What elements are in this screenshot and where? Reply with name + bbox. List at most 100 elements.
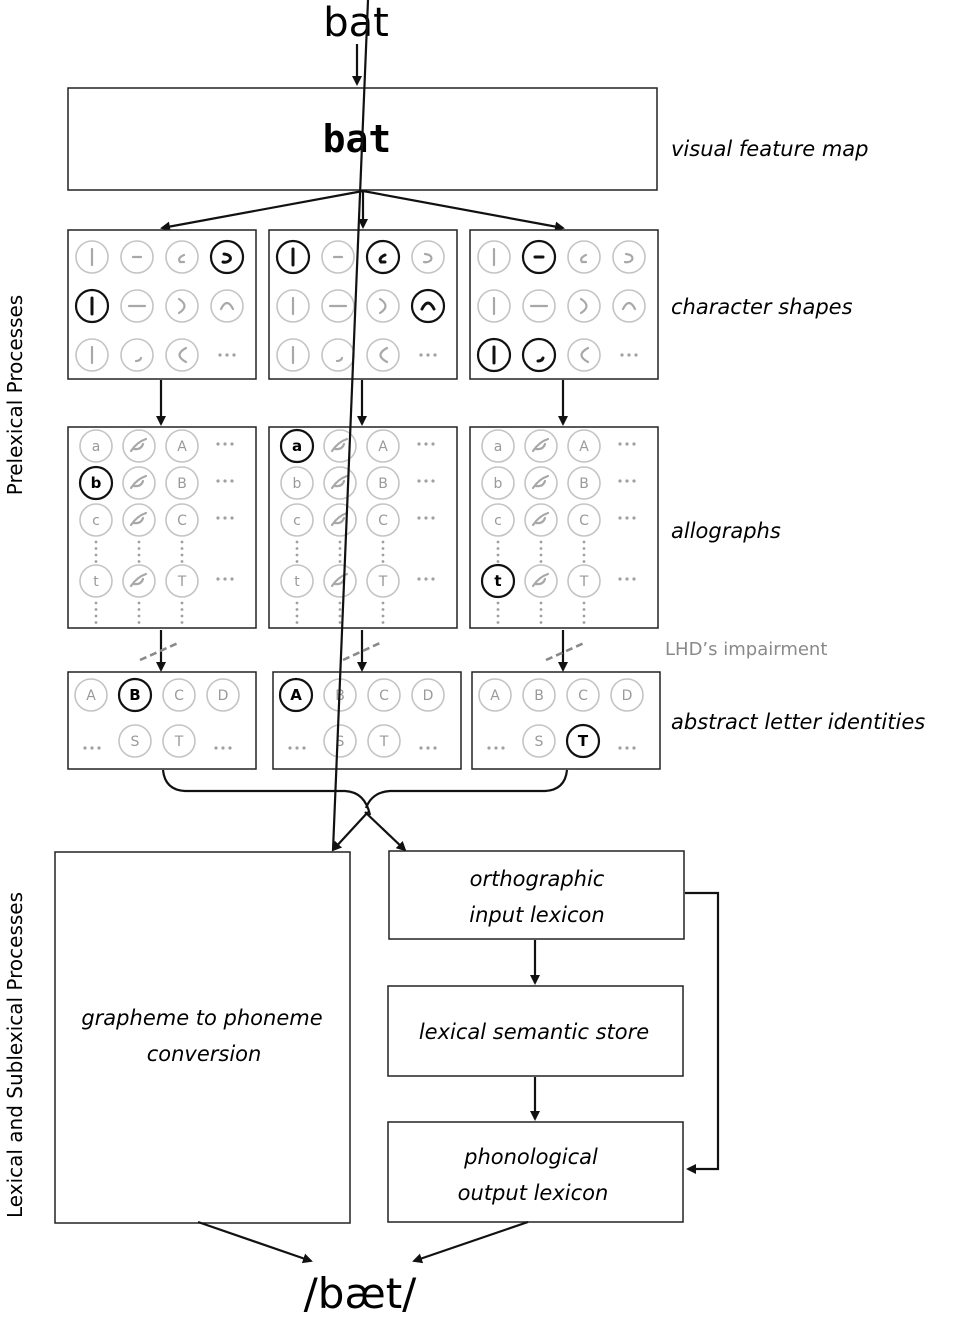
character-shapes-layer <box>67 229 659 380</box>
svg-text:C: C <box>579 513 589 529</box>
allograph-lower-t: t <box>79 564 113 598</box>
feature-node-short-dash <box>321 240 355 274</box>
feature-node-right-hook <box>612 240 646 274</box>
svg-text:C: C <box>378 513 388 529</box>
allograph-upper-T: T <box>366 564 400 598</box>
ellipsis-icon <box>618 746 636 750</box>
ellipsis-icon <box>618 577 636 581</box>
bottom-tick-glyph <box>536 356 545 363</box>
svg-text:T: T <box>379 734 389 750</box>
right-hook-glyph <box>623 252 634 264</box>
allograph-lower-c: c <box>280 503 314 537</box>
feature-node-horizontal-bar <box>522 289 556 323</box>
letter-node-D: D <box>610 678 644 712</box>
right-arc-glyph <box>579 297 588 315</box>
visual-feature-map-content: bat <box>323 117 392 161</box>
svg-text:b: b <box>494 476 503 492</box>
impairment-mark-2 <box>342 641 381 662</box>
feature-node-vertical-bar <box>476 337 512 373</box>
ellipsis-icon <box>417 479 435 483</box>
svg-text:C: C <box>578 688 588 704</box>
svg-text:T: T <box>578 732 589 750</box>
letter-node-T: T <box>565 723 601 759</box>
ellipsis-icon <box>216 442 234 446</box>
character-shapes-panel-b <box>67 229 257 380</box>
arrow-gpc-to-output <box>197 1220 313 1264</box>
vertical-ellipsis-icon <box>539 540 543 563</box>
ellipsis-icon <box>417 577 435 581</box>
orthographic-line-2: input lexicon <box>469 903 604 927</box>
feature-node-horizontal-bar <box>120 289 154 323</box>
gpc-line-1: grapheme to phoneme <box>81 1006 322 1030</box>
feature-node-vertical-bar <box>75 240 109 274</box>
svg-text:A: A <box>290 686 302 704</box>
allograph-upper-T: T <box>567 564 601 598</box>
svg-text:C: C <box>174 688 184 704</box>
ellipsis-icon <box>618 516 636 520</box>
vertical-ellipsis-icon <box>381 540 385 563</box>
vertical-ellipsis-icon <box>295 601 299 624</box>
allograph-upper-A: A <box>567 429 601 463</box>
ellipsis-icon <box>419 746 437 750</box>
svg-text:c: c <box>293 513 301 529</box>
merge-connector-right <box>364 769 569 809</box>
allograph-upper-B: B <box>366 466 400 500</box>
allograph-cursive-a <box>122 429 156 463</box>
label-impairment: LHD’s impairment <box>665 639 827 660</box>
ellipsis-icon <box>216 516 234 520</box>
feature-node-bottom-tick <box>321 338 355 372</box>
svg-text:B: B <box>579 476 589 492</box>
phonological-line-1: phonological <box>463 1145 598 1169</box>
svg-text:c: c <box>494 513 502 529</box>
allograph-upper-T: T <box>165 564 199 598</box>
allograph-cursive-t <box>524 564 558 598</box>
left-hook-glyph <box>580 253 588 264</box>
svg-text:B: B <box>534 688 544 704</box>
feature-node-horizontal-bar <box>321 289 355 323</box>
feature-node-vertical-bar <box>477 289 511 323</box>
cap-arc-glyph <box>621 301 637 311</box>
feature-node-vertical-bar <box>276 289 310 323</box>
side-label-lexical: Lexical and Sublexical Processes <box>3 892 27 1218</box>
svg-text:C: C <box>379 688 389 704</box>
vertical-ellipsis-icon <box>94 601 98 624</box>
svg-text:b: b <box>293 476 302 492</box>
feature-node-vertical-bar <box>275 239 311 275</box>
arrow-to-gpc <box>331 0 370 851</box>
vertical-ellipsis-icon <box>180 601 184 624</box>
feature-node-cap-arc <box>210 289 244 323</box>
feature-node-vertical-bar <box>74 288 110 324</box>
right-hook-glyph <box>422 252 433 264</box>
feature-node-vertical-bar <box>75 338 109 372</box>
allograph-upper-B: B <box>567 466 601 500</box>
phonological-output-lexicon-box <box>387 1121 684 1223</box>
svg-text:D: D <box>622 688 633 704</box>
arrow-to-gpc <box>331 811 369 852</box>
letter-node-D: D <box>206 678 240 712</box>
allograph-lower-c: c <box>79 503 113 537</box>
allograph-cursive-t <box>323 564 357 598</box>
feature-node-left-hook <box>165 240 199 274</box>
svg-text:a: a <box>292 437 302 455</box>
feature-node-bottom-tick <box>120 338 154 372</box>
letter-node-A: A <box>74 678 108 712</box>
gpc-line-2: conversion <box>147 1042 262 1066</box>
letter-node-T: T <box>367 724 401 758</box>
ellipsis-icon <box>620 353 638 357</box>
allograph-cursive-c <box>524 503 558 537</box>
allograph-cursive-b <box>122 466 156 500</box>
allograph-lower-a: a <box>481 429 515 463</box>
arrow-feature-to-shapes-3 <box>362 189 565 232</box>
left-hook-glyph <box>378 253 387 264</box>
feature-node-vertical-bar <box>477 240 511 274</box>
right-hook-glyph <box>221 252 232 264</box>
label-character-shapes: character shapes <box>671 295 853 319</box>
letter-node-C: C <box>566 678 600 712</box>
feature-node-left-hook <box>365 239 401 275</box>
lexical-semantic-store-box <box>387 985 684 1077</box>
allograph-lower-a: a <box>79 429 113 463</box>
allograph-upper-A: A <box>366 429 400 463</box>
feature-node-right-hook <box>411 240 445 274</box>
allograph-cursive-a <box>323 429 357 463</box>
